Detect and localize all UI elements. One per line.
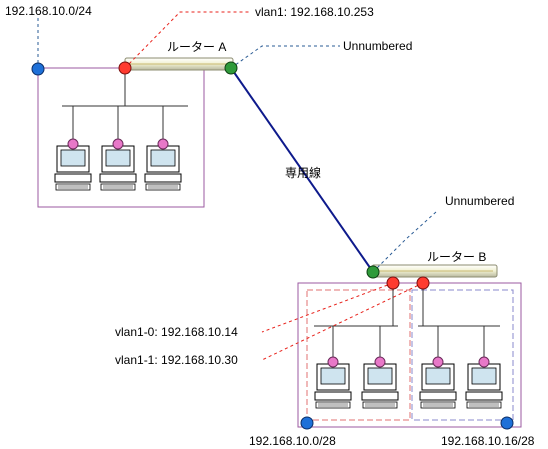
- router-b-vlan1-0-port: [386, 276, 400, 290]
- subnet-b1-frame: [306, 289, 411, 421]
- subnet-b2-frame: [411, 289, 514, 421]
- segment-b-frame: [297, 282, 522, 428]
- leased-line: [230, 67, 374, 273]
- unnumbered-b-label: Unnumbered: [445, 194, 514, 208]
- pc-port-dot: [67, 138, 79, 150]
- router-a-label: ルーター A: [167, 40, 226, 54]
- router-b-vlan1-1-port: [416, 276, 430, 290]
- callout-unnumbered-a: [230, 45, 340, 69]
- pc-icon: [144, 145, 182, 191]
- pc-port-dot: [478, 356, 490, 368]
- unnumbered-a-label: Unnumbered: [343, 39, 412, 53]
- callout-unnumbered-b: [372, 211, 437, 273]
- callout-vlan1-0: [261, 282, 394, 333]
- pc-port-dot: [157, 138, 169, 150]
- callout-vlan1-1: [261, 282, 424, 361]
- router-a-wan-port: [224, 61, 238, 75]
- net-b2-label: 192.168.10.16/28: [441, 434, 535, 448]
- leased-line-label: 専用線: [285, 165, 321, 180]
- pc-icon: [99, 145, 137, 191]
- pc-port-dot: [327, 356, 339, 368]
- pc-icon: [54, 145, 92, 191]
- pc-icon: [361, 363, 399, 409]
- net-a-port-dot: [31, 62, 45, 76]
- router-a-lan-port: [118, 61, 132, 75]
- pc-port-dot: [432, 356, 444, 368]
- pc-icon: [314, 363, 352, 409]
- vlan1-label: vlan1: 192.168.10.253: [255, 5, 374, 19]
- router-b-label: ルーター B: [427, 250, 486, 264]
- pc-icon: [419, 363, 457, 409]
- net-b2-port-dot: [500, 416, 514, 430]
- pc-icon: [465, 363, 503, 409]
- vlan1-1-label: vlan1-1: 192.168.10.30: [115, 353, 238, 367]
- net-a-label: 192.168.10.0/24: [5, 4, 92, 18]
- callout-vlan1: [124, 11, 250, 69]
- vlan1-0-label: vlan1-0: 192.168.10.14: [115, 325, 238, 339]
- router-b-wan-port: [366, 265, 380, 279]
- router-a-icon: [124, 57, 234, 71]
- net-b1-port-dot: [300, 416, 314, 430]
- router-b-icon: [371, 264, 498, 278]
- net-b1-label: 192.168.10.0/28: [249, 434, 336, 448]
- pc-port-dot: [374, 356, 386, 368]
- pc-port-dot: [112, 138, 124, 150]
